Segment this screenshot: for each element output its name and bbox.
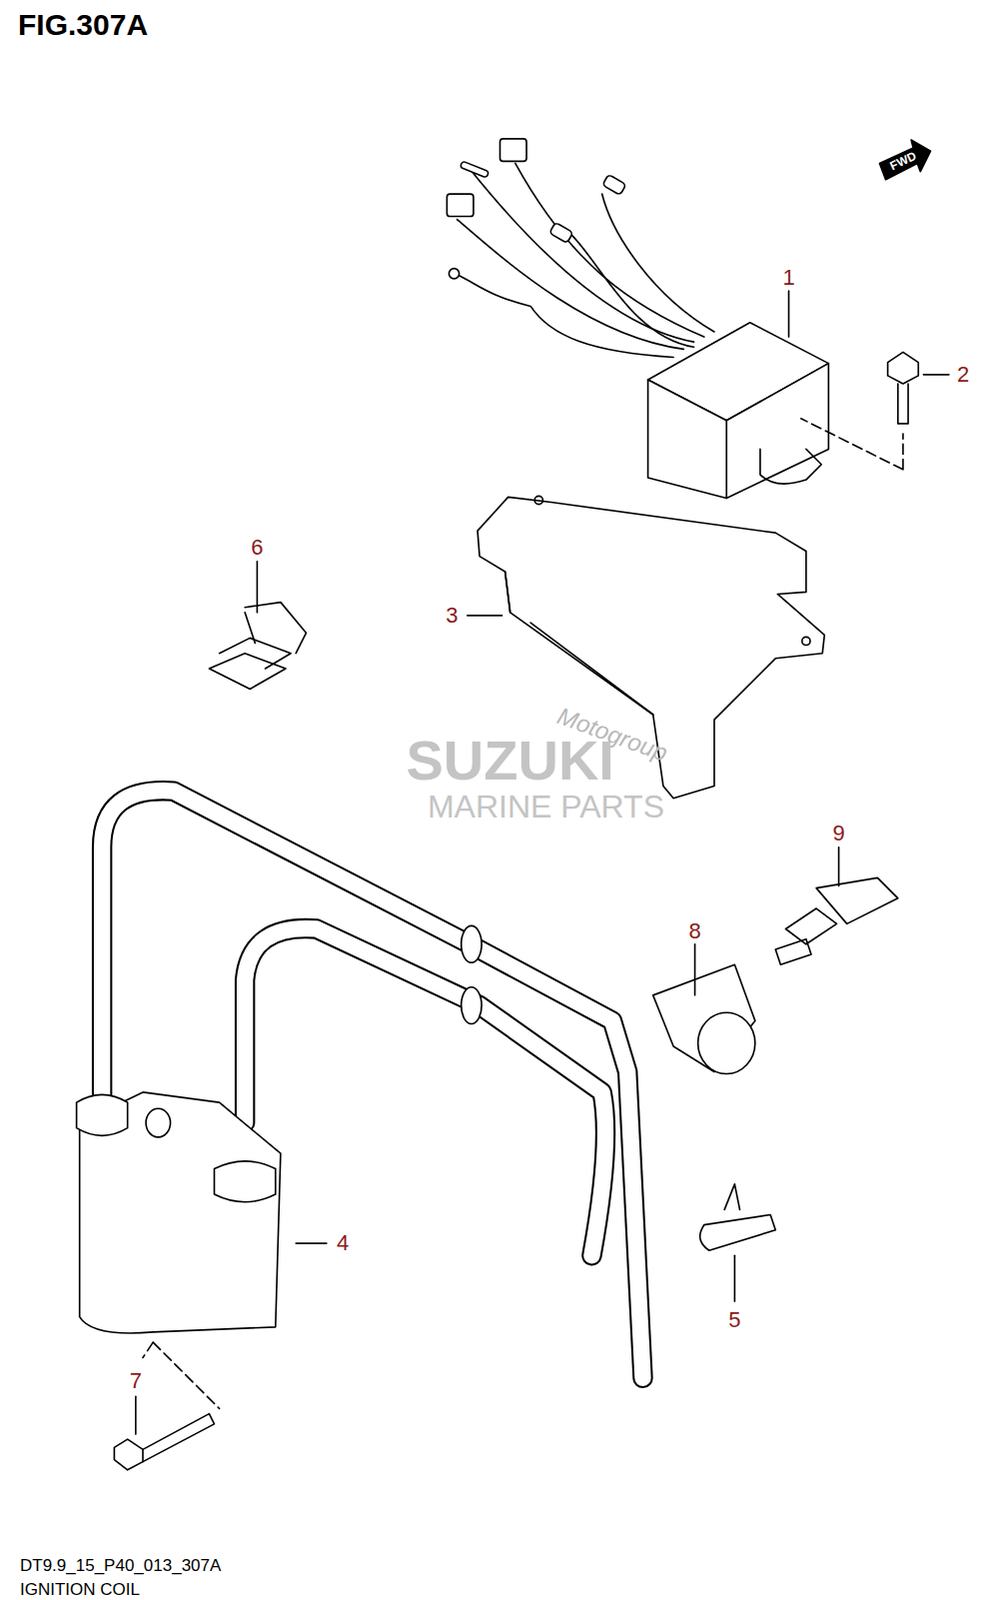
- callout-number: 3: [445, 604, 458, 627]
- callout-number: 7: [129, 1369, 142, 1392]
- figure-title: FIG.307A: [17, 9, 148, 40]
- callout-number: 8: [688, 920, 701, 943]
- callout-number: 4: [336, 1231, 349, 1254]
- callout-number: 5: [728, 1308, 741, 1331]
- callout-number: 1: [782, 266, 795, 289]
- drawing-code: DT9.9_15_P40_013_307A: [19, 1555, 221, 1573]
- callout-number: 9: [832, 822, 845, 845]
- watermark: MARINE PARTS: [427, 790, 665, 823]
- watermark: SUZUKI: [405, 732, 614, 789]
- callout-number: 2: [957, 363, 970, 386]
- callout-number: 6: [250, 536, 263, 559]
- figure-caption: IGNITION COIL: [19, 1580, 140, 1598]
